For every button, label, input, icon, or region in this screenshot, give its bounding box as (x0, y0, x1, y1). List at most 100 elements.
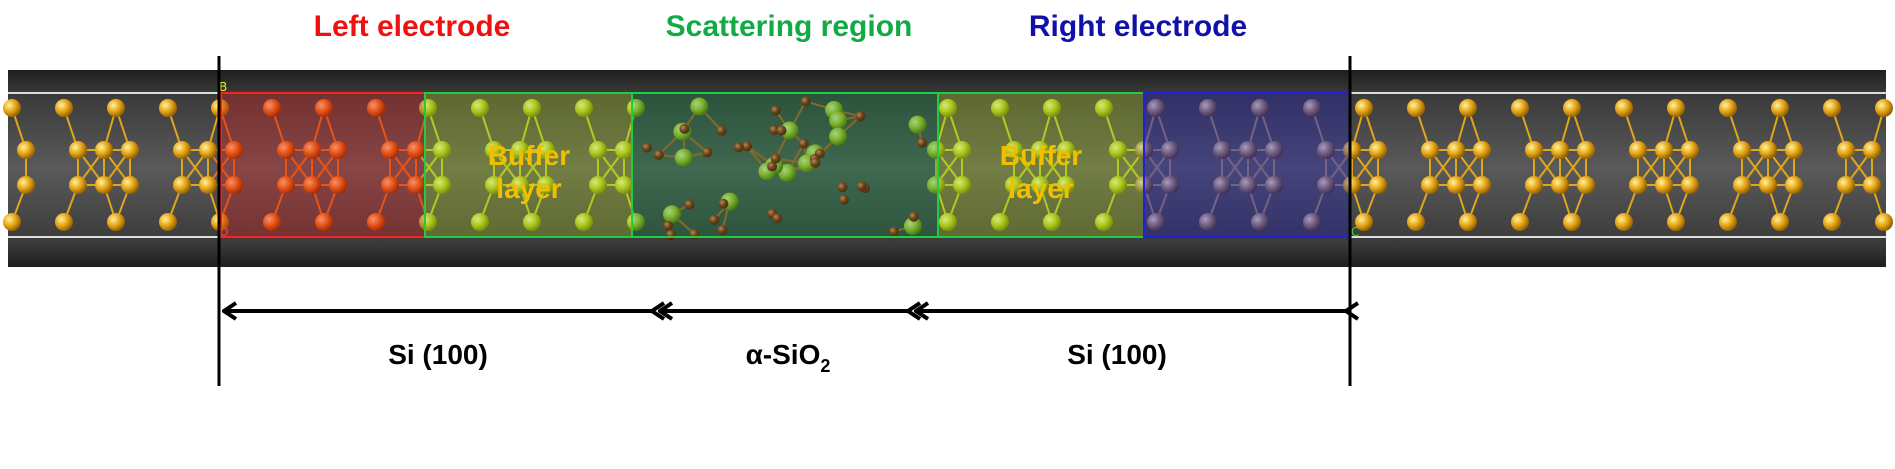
sio2-si-atom (829, 111, 848, 130)
si-atom (121, 141, 139, 159)
si-atom (367, 99, 385, 117)
si-atom (1251, 213, 1269, 231)
si-atom (1655, 176, 1673, 194)
si-atom (315, 213, 333, 231)
si-atom (927, 141, 945, 159)
si-atom (1875, 99, 1893, 117)
si-atom (1655, 141, 1673, 159)
si-atom (1265, 176, 1283, 194)
sio2-o-atom (716, 125, 727, 136)
sio2-o-atom (770, 105, 781, 116)
sio2-o-atom (684, 199, 695, 210)
si-atom (407, 141, 425, 159)
si-atom (1511, 213, 1529, 231)
si-atom (199, 176, 217, 194)
scattering-core-box (631, 92, 939, 238)
sio2-si-atom (780, 121, 799, 140)
si-atom (1213, 141, 1231, 159)
si-atom (69, 141, 87, 159)
sio2-o-atom (642, 142, 653, 153)
sio2-o-atom (733, 142, 744, 153)
si-atom (1759, 176, 1777, 194)
si-atom (1771, 213, 1789, 231)
si-atom (1681, 141, 1699, 159)
si-atom (69, 176, 87, 194)
right-electrode-title: Right electrode (1029, 10, 1247, 43)
si-atom (263, 99, 281, 117)
scattering-region-title: Scattering region (666, 10, 913, 43)
sio2-o-atom (908, 211, 919, 222)
si-atom (1213, 176, 1231, 194)
sio2-o-atom (663, 220, 674, 231)
si-atom (3, 99, 21, 117)
si-atom (277, 141, 295, 159)
si-atom (1109, 176, 1127, 194)
si-atom (1473, 176, 1491, 194)
si-atom (991, 99, 1009, 117)
si-atom (1525, 141, 1543, 159)
si-atom (1667, 99, 1685, 117)
si-atom (1563, 99, 1581, 117)
si-atom (991, 213, 1009, 231)
si-atom (1421, 176, 1439, 194)
si-atom (1343, 141, 1361, 159)
sio2-o-atom (718, 198, 729, 209)
si-atom (1355, 213, 1373, 231)
sio2-o-atom (653, 149, 664, 160)
si-atom (1199, 99, 1217, 117)
right-electrode-box (1143, 92, 1351, 238)
sio2-o-atom (856, 181, 867, 192)
si-atom (537, 141, 555, 159)
si-atom (1239, 176, 1257, 194)
si-atom (485, 176, 503, 194)
si-atom (1043, 99, 1061, 117)
si-atom (1551, 176, 1569, 194)
si-atom (407, 176, 425, 194)
si-atom (1837, 176, 1855, 194)
sio2-o-atom (776, 125, 787, 136)
si-atom (1447, 176, 1465, 194)
left-electrode-title: Left electrode (314, 10, 511, 43)
si-atom (1265, 141, 1283, 159)
si-atom (1511, 99, 1529, 117)
si-atom (95, 176, 113, 194)
si-atom (471, 213, 489, 231)
si-atom (1629, 176, 1647, 194)
sio2-o-atom (702, 147, 713, 158)
si-atom (1239, 141, 1257, 159)
left-electrode-box (220, 92, 426, 238)
si-atom (95, 141, 113, 159)
sio2-o-atom (767, 161, 778, 172)
si-atom (1615, 213, 1633, 231)
sio2-o-atom (709, 215, 720, 226)
sio2-o-atom (917, 137, 928, 148)
si-atom (1629, 141, 1647, 159)
si-atom (471, 99, 489, 117)
si-atom (537, 176, 555, 194)
si-atom (1251, 99, 1269, 117)
right-buffer-layer-label-line1: Buffer (1000, 140, 1083, 171)
si-atom (1161, 176, 1179, 194)
si-atom (1771, 99, 1789, 117)
si-atom (3, 213, 21, 231)
si-atom (1421, 141, 1439, 159)
si-atom (433, 141, 451, 159)
si-atom (1005, 141, 1023, 159)
si-atom (1577, 141, 1595, 159)
si-atom (173, 141, 191, 159)
sio2-o-atom (741, 141, 752, 152)
si-atom (107, 213, 125, 231)
left-material-label: Si (100) (388, 339, 488, 370)
si-atom (1785, 176, 1803, 194)
middle-material-label: α-SiO2 (746, 339, 831, 376)
sio2-o-atom (838, 194, 849, 205)
si-atom (1823, 99, 1841, 117)
sio2-si-atom (903, 217, 922, 236)
si-atom (433, 176, 451, 194)
sio2-si-atom (662, 205, 681, 224)
si-atom (55, 99, 73, 117)
cell-axis-b-label: B (219, 80, 227, 94)
si-atom (511, 141, 529, 159)
si-atom (263, 213, 281, 231)
sio2-si-atom (690, 97, 709, 116)
